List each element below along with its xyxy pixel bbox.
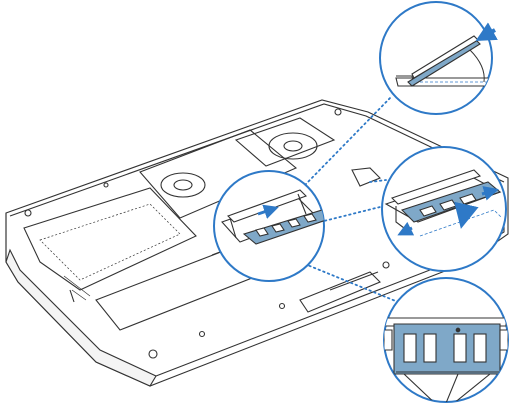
memory-removal-callout <box>382 147 506 271</box>
notch-icon <box>456 328 460 332</box>
lever-release-callout <box>380 2 500 114</box>
memory-notch-callout <box>384 278 508 408</box>
